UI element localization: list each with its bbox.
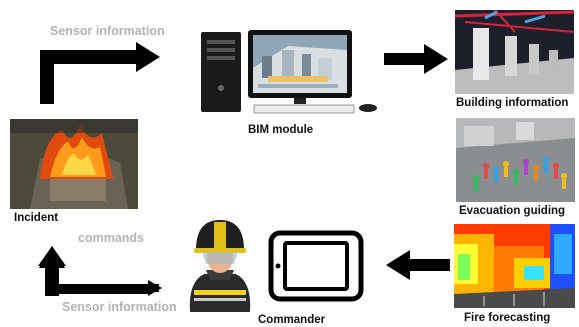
building-information-image — [455, 10, 574, 94]
fire-forecasting-image — [454, 224, 575, 308]
tablet-icon — [268, 230, 364, 302]
desktop-computer-icon — [201, 30, 377, 114]
fire-forecasting-label: Fire forecasting — [464, 312, 551, 324]
evacuation-guiding-image — [456, 118, 575, 202]
building-information-label: Building information — [456, 97, 569, 109]
sensor-to-bim-arrow — [40, 42, 160, 104]
sensor-information-bottom-label: Sensor information — [62, 300, 177, 314]
outputs-to-tablet-arrow — [386, 250, 450, 280]
commander-label: Commander — [258, 314, 326, 326]
sensor-information-top-label: Sensor information — [50, 24, 165, 38]
bim-module-label: BIM module — [248, 124, 314, 136]
commands-label: commands — [78, 231, 144, 245]
incident-label: Incident — [14, 212, 59, 224]
firefighter-icon — [189, 220, 251, 312]
commands-arrow — [38, 246, 162, 296]
incident-image — [10, 119, 138, 209]
evacuation-guiding-label: Evacuation guiding — [459, 205, 566, 217]
bim-to-outputs-arrow — [384, 44, 448, 74]
